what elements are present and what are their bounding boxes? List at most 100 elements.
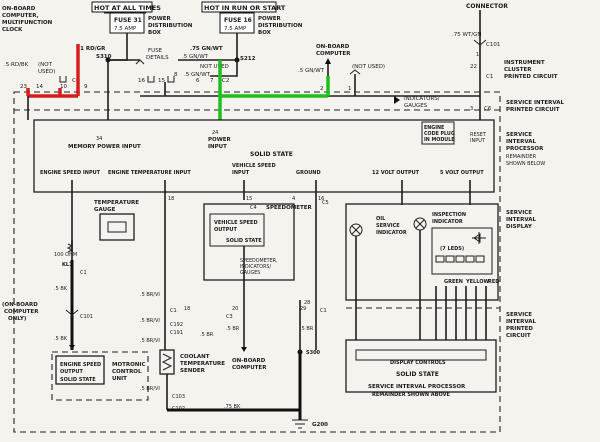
wire-gn-wt-3: .5 GN/WT bbox=[182, 54, 209, 60]
fuse-16-amp: 7.5 AMP bbox=[224, 26, 247, 32]
pin-16b: 16 bbox=[318, 196, 324, 202]
onboard-top-line4: CLOCK bbox=[2, 27, 23, 33]
wire-5brvi-b: .5 BR/VI bbox=[140, 318, 160, 324]
display-controls-label: DISPLAY CONTROLS bbox=[390, 360, 446, 366]
pdb2-line1: POWER bbox=[258, 16, 282, 22]
c2-label: C2 bbox=[222, 78, 229, 84]
spd-ind-2: INDICATORS/ bbox=[240, 264, 271, 270]
remainder-above-label: REMAINDER SHOWN ABOVE bbox=[372, 392, 450, 398]
spd-ind-1: SPEEDOMETER, bbox=[240, 258, 278, 264]
pdb2-line3: BOX bbox=[258, 30, 272, 36]
led-symbol bbox=[472, 232, 486, 244]
c101-connector-symbol bbox=[473, 39, 487, 46]
led-4 bbox=[465, 255, 475, 263]
not-used-left-b: USED) bbox=[38, 69, 55, 75]
s212-label: S212 bbox=[240, 56, 256, 62]
not-used-left-a: (NOT bbox=[38, 62, 53, 68]
volt5-label: 5 VOLT OUTPUT bbox=[440, 170, 484, 176]
svc-proc-1: SERVICE bbox=[506, 132, 532, 138]
pin-2: 2 bbox=[320, 86, 324, 92]
pin-28: 28 bbox=[304, 300, 310, 306]
conn-c2-symbol bbox=[147, 76, 155, 83]
temp-gauge-box bbox=[99, 213, 135, 241]
svc-printed-1: SERVICE INTERVAL bbox=[506, 100, 564, 106]
c191-label: C191 bbox=[170, 330, 183, 336]
not-used-right: (NOT USED) bbox=[352, 64, 385, 70]
pin-34: 34 bbox=[96, 136, 102, 142]
pin-8: 8 bbox=[174, 72, 178, 78]
pin-18b: 18 bbox=[184, 306, 190, 312]
svc-proc-3: PROCESSOR bbox=[506, 146, 544, 152]
c101-lower-symbol bbox=[65, 309, 79, 316]
reset-input-1: RESET bbox=[470, 132, 487, 138]
s300-label: S300 bbox=[306, 350, 321, 356]
svc-display-2: INTERVAL bbox=[506, 217, 537, 223]
engine-temp-input: ENGINE TEMPERATURE INPUT bbox=[108, 170, 191, 176]
leds-label: (7 LEDS) bbox=[440, 246, 464, 252]
wire-5br-a: .5 BR bbox=[226, 326, 240, 332]
display-control-wires bbox=[355, 300, 487, 340]
c5-label: C5 bbox=[322, 200, 329, 206]
svc-proc-2: INTERVAL bbox=[506, 139, 537, 145]
svc-printed2-4: CIRCUIT bbox=[506, 333, 531, 339]
onboard-top-line1: ON-BOARD bbox=[2, 6, 36, 12]
engine-code-plug-box bbox=[421, 121, 455, 145]
pdb1-line3: BOX bbox=[148, 30, 162, 36]
svc-remainder-1: REMAINDER bbox=[506, 154, 537, 160]
c4-label: C4 bbox=[250, 205, 257, 211]
led-2 bbox=[445, 255, 455, 263]
pin-7: 7 bbox=[210, 78, 214, 84]
ground-label: GROUND bbox=[296, 170, 321, 176]
pin-10: 10 bbox=[60, 84, 67, 90]
not-used-mid: NOT USED bbox=[200, 64, 229, 70]
c1-lower-label: C1 bbox=[80, 270, 87, 276]
not-used-right-cap bbox=[349, 69, 361, 75]
memory-power-label: MEMORY POWER INPUT bbox=[68, 144, 141, 150]
wire-75bk-label: .75 BK bbox=[224, 404, 241, 410]
service-interval-display-box bbox=[345, 203, 499, 301]
ohm-label: 100 OHM bbox=[54, 252, 77, 258]
c101-top-label: C101 bbox=[486, 42, 500, 48]
pdb1-line2: DISTRIBUTION bbox=[148, 23, 193, 29]
temp-gauge-2: GAUGE bbox=[94, 207, 116, 213]
wire-gn-wt-4: .5 GN/WT bbox=[184, 72, 211, 78]
pin-23: 23 bbox=[20, 84, 27, 90]
speedometer-outer bbox=[203, 203, 295, 281]
svc-printed2-1: SERVICE bbox=[506, 312, 532, 318]
eso-2: OUTPUT bbox=[60, 369, 83, 375]
svc-printed-2: PRINTED CIRCUIT bbox=[506, 107, 560, 113]
kl1-label: KL1 bbox=[62, 262, 73, 268]
fuse-details-2: DETAILS bbox=[146, 55, 169, 61]
pin-24: 24 bbox=[212, 130, 218, 136]
c3-label: C3 bbox=[72, 78, 80, 84]
wire-rd-bk-label: .5 RD/BK bbox=[4, 62, 29, 68]
pin-14: 14 bbox=[36, 84, 43, 90]
onboard-left-1: (ON-BOARD bbox=[2, 302, 38, 308]
insp-ind-1: INSPECTION bbox=[432, 212, 466, 218]
motronic-3: UNIT bbox=[112, 376, 127, 382]
c3-lower-label: C3 bbox=[226, 314, 233, 320]
wire-5bk-a: .5 BK bbox=[54, 286, 68, 292]
fuse-31-label: FUSE 31 bbox=[114, 17, 142, 24]
wire-5br-b: .5 BR bbox=[300, 326, 314, 332]
svc-printed2-2: INTERVAL bbox=[506, 319, 537, 325]
coolant-3: SENDER bbox=[180, 368, 206, 374]
service-interval-processor-box bbox=[33, 119, 495, 193]
led-wires bbox=[435, 286, 487, 300]
pin-4: 4 bbox=[292, 196, 295, 202]
onboard-left-3: ONLY) bbox=[8, 316, 27, 322]
pin-15b: 15 bbox=[246, 196, 252, 202]
conn-c2b-symbol bbox=[167, 76, 175, 83]
wire-wt-gn-label: .75 WT/GN bbox=[452, 32, 482, 38]
pin-1-connector: 1 bbox=[476, 52, 479, 58]
indicators-1: INDICATORS/ bbox=[404, 96, 440, 102]
onboard-bottom-1: ON-BOARD bbox=[232, 358, 266, 364]
motronic-1: MOTRONIC bbox=[112, 362, 146, 368]
s310-label: S310 bbox=[96, 54, 112, 60]
indicators-2: GAUGES bbox=[404, 103, 428, 109]
instrument-cluster-boundary bbox=[13, 91, 501, 433]
spd-ind-3: GAUGES bbox=[240, 270, 260, 276]
eso-1: ENGINE SPEED bbox=[60, 362, 101, 368]
wire-5br-c: .5 BR bbox=[200, 332, 214, 338]
inspection-lamp-x bbox=[415, 219, 425, 229]
